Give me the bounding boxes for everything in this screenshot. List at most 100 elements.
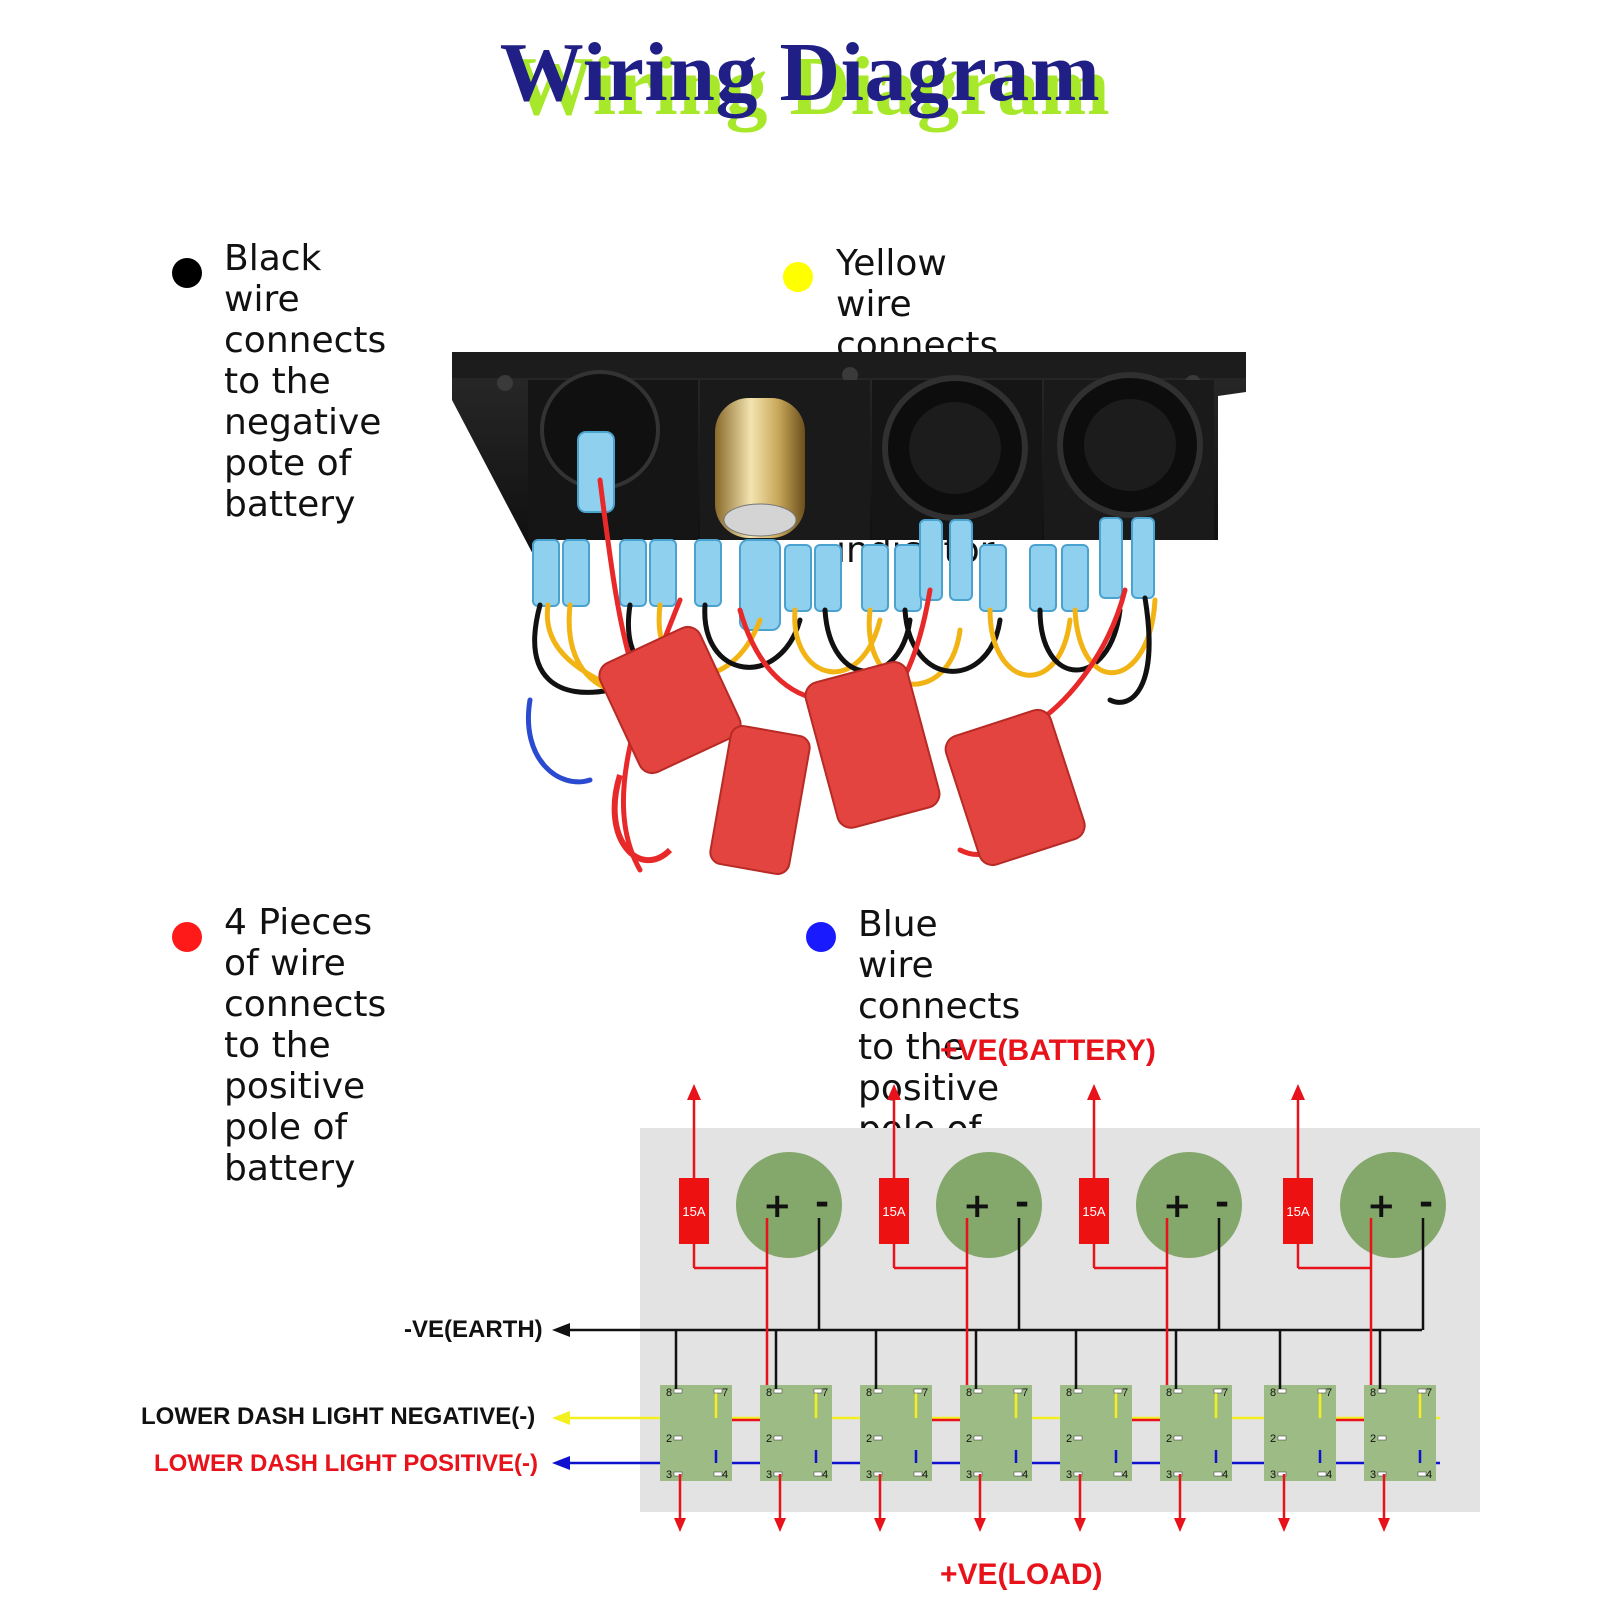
light-positive-label: LOWER DASH LIGHT POSITIVE(-) — [154, 1450, 538, 1477]
pin-terminal — [813, 1388, 823, 1394]
pin-number: 3 — [666, 1469, 672, 1481]
pin-number: 7 — [722, 1387, 728, 1399]
pin-number: 3 — [1270, 1469, 1276, 1481]
pin-terminal — [873, 1435, 883, 1441]
pin-terminal — [673, 1471, 683, 1477]
pin-number: 8 — [1066, 1387, 1072, 1399]
pin-number: 2 — [966, 1433, 972, 1445]
pin-terminal — [1377, 1471, 1387, 1477]
pin-terminal — [1013, 1471, 1023, 1477]
battery-label: +VE(BATTERY) — [940, 1034, 1156, 1067]
pin-terminal — [1013, 1388, 1023, 1394]
earth-label: -VE(EARTH) — [404, 1316, 543, 1343]
fuse-label: 15A — [882, 1204, 905, 1219]
pin-number: 3 — [766, 1469, 772, 1481]
fuse-15a — [679, 1178, 709, 1244]
arrow-down-icon — [1378, 1518, 1390, 1532]
arrow-left-icon — [552, 1411, 570, 1425]
pin-terminal — [773, 1471, 783, 1477]
pin-number: 7 — [1122, 1387, 1128, 1399]
arrow-up-icon — [1291, 1084, 1305, 1100]
socket-minus-sign: - — [1215, 1183, 1229, 1223]
pin-terminal — [673, 1435, 683, 1441]
socket-circle — [936, 1152, 1042, 1258]
title-text: Wiring Diagram — [499, 26, 1101, 119]
pin-number: 4 — [1326, 1469, 1332, 1481]
pin-terminal — [773, 1388, 783, 1394]
pin-number: 3 — [1066, 1469, 1072, 1481]
arrow-up-icon — [887, 1084, 901, 1100]
pin-terminal — [1317, 1388, 1327, 1394]
pin-number: 2 — [766, 1433, 772, 1445]
switch-block — [1264, 1385, 1336, 1481]
pin-number: 7 — [1426, 1387, 1432, 1399]
pin-terminal — [713, 1471, 723, 1477]
light-negative-label: LOWER DASH LIGHT NEGATIVE(-) — [141, 1403, 536, 1430]
pin-terminal — [1073, 1435, 1083, 1441]
pin-terminal — [1113, 1388, 1123, 1394]
pin-number: 7 — [1022, 1387, 1028, 1399]
arrow-left-icon — [552, 1323, 570, 1337]
pin-number: 2 — [1066, 1433, 1072, 1445]
pin-terminal — [1113, 1471, 1123, 1477]
switch-block — [760, 1385, 832, 1481]
pin-terminal — [1173, 1388, 1183, 1394]
pin-terminal — [913, 1388, 923, 1394]
arrow-up-icon — [1087, 1084, 1101, 1100]
socket-circle — [1136, 1152, 1242, 1258]
pin-terminal — [1213, 1388, 1223, 1394]
pin-number: 8 — [766, 1387, 772, 1399]
pin-terminal — [1173, 1471, 1183, 1477]
pin-terminal — [873, 1388, 883, 1394]
pin-terminal — [1417, 1388, 1427, 1394]
socket-minus-sign: - — [815, 1183, 829, 1223]
black-dot-icon — [172, 258, 202, 288]
legend-red-text: 4 Pieces of wire connects to the positiv… — [224, 902, 387, 1189]
pin-number: 2 — [666, 1433, 672, 1445]
pin-number: 7 — [822, 1387, 828, 1399]
socket-circle — [736, 1152, 842, 1258]
pin-number: 7 — [922, 1387, 928, 1399]
pin-number: 4 — [722, 1469, 728, 1481]
arrow-left-icon — [552, 1456, 570, 1470]
blue-dot-icon — [806, 922, 836, 952]
arrow-down-icon — [874, 1518, 886, 1532]
fuse-label: 15A — [1286, 1204, 1309, 1219]
switch-block — [660, 1385, 732, 1481]
pin-terminal — [913, 1471, 923, 1477]
pin-number: 3 — [966, 1469, 972, 1481]
pin-number: 4 — [822, 1469, 828, 1481]
pin-terminal — [1277, 1388, 1287, 1394]
pin-terminal — [1213, 1471, 1223, 1477]
pin-terminal — [973, 1388, 983, 1394]
pin-number: 7 — [1222, 1387, 1228, 1399]
pin-terminal — [713, 1388, 723, 1394]
pin-number: 3 — [1370, 1469, 1376, 1481]
legend-black-text: Black wire connects to the negative pote… — [224, 238, 387, 525]
pin-terminal — [773, 1435, 783, 1441]
pin-terminal — [1073, 1471, 1083, 1477]
pin-number: 8 — [966, 1387, 972, 1399]
switch-block — [1160, 1385, 1232, 1481]
arrow-up-icon — [687, 1084, 701, 1100]
pin-number: 3 — [1166, 1469, 1172, 1481]
fuse-15a — [879, 1178, 909, 1244]
pin-number: 4 — [1122, 1469, 1128, 1481]
pin-number: 8 — [866, 1387, 872, 1399]
red-dot-icon — [172, 922, 202, 952]
pin-number: 4 — [922, 1469, 928, 1481]
pin-terminal — [673, 1388, 683, 1394]
title: Wiring Diagram Wiring Diagram — [0, 18, 1600, 133]
fuse-label: 15A — [1082, 1204, 1105, 1219]
pin-terminal — [813, 1471, 823, 1477]
load-label: +VE(LOAD) — [940, 1558, 1103, 1591]
title-shadow: Wiring Diagram — [509, 40, 1111, 133]
fuse-15a — [1283, 1178, 1313, 1244]
arrow-down-icon — [1278, 1518, 1290, 1532]
pin-terminal — [873, 1471, 883, 1477]
socket-circle — [1340, 1152, 1446, 1258]
pin-terminal — [1317, 1471, 1327, 1477]
arrow-down-icon — [674, 1518, 686, 1532]
yellow-dot-icon — [783, 262, 813, 292]
pin-number: 4 — [1022, 1469, 1028, 1481]
